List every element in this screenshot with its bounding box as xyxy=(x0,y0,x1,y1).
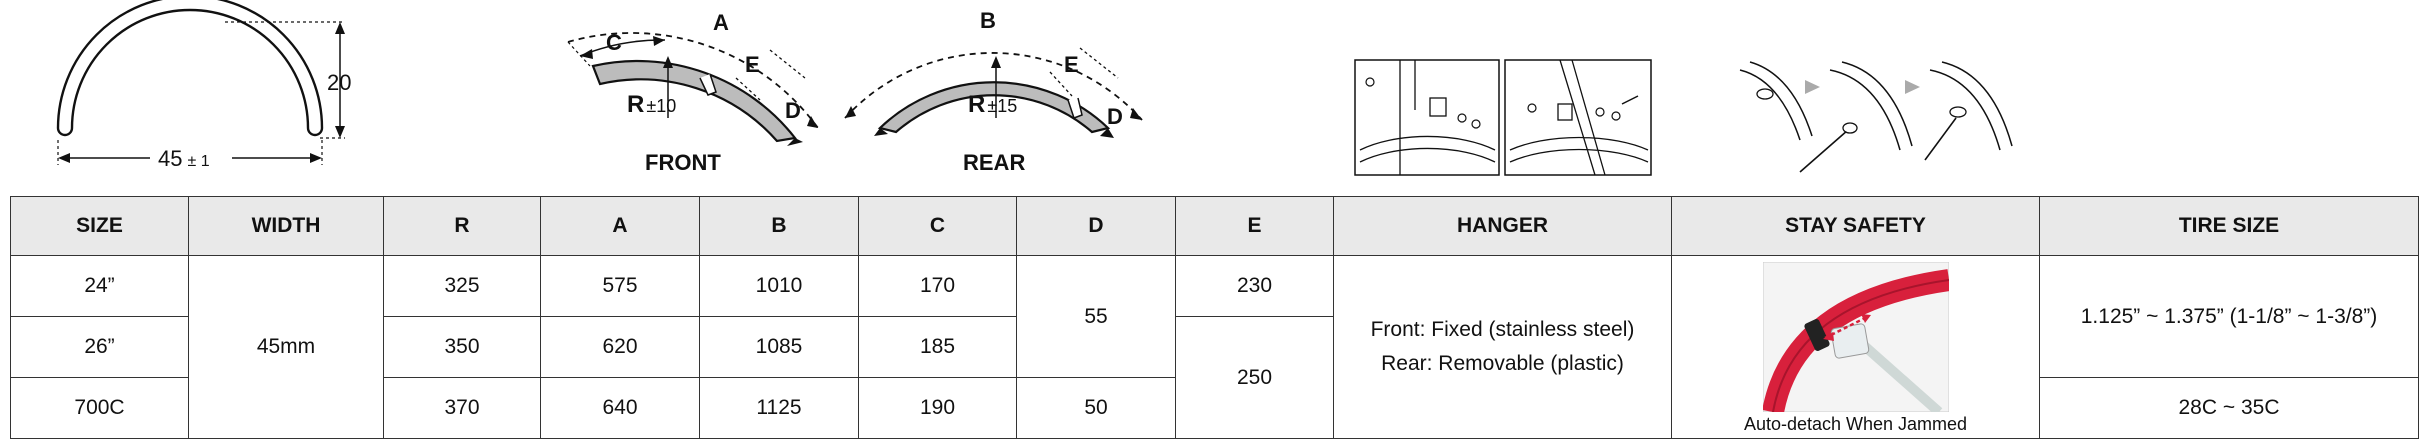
header-hanger: HANGER xyxy=(1333,196,1672,256)
profile-height-label: 20 xyxy=(327,70,351,95)
front-label-c: C xyxy=(606,30,622,55)
profile-width-label: 45± 1 xyxy=(158,146,210,171)
cell-stay-safety: Auto-detach When Jammed xyxy=(1671,255,2040,439)
header-width: WIDTH xyxy=(188,196,384,256)
cell-b: 1010 xyxy=(699,255,859,317)
cell-b: 1085 xyxy=(699,316,859,378)
front-fender-diagram: A C E D R±10 FRONT xyxy=(567,10,819,175)
table-header-row: SIZE WIDTH R A B C D E HANGER STAY SAFET… xyxy=(10,196,2419,256)
front-label-a: A xyxy=(713,10,729,35)
rear-label-r: R±15 xyxy=(968,91,1017,118)
cell-tire-size: 1.125” ~ 1.375” (1-1/8” ~ 1-3/8”) xyxy=(2039,255,2419,378)
spec-table: SIZE WIDTH R A B C D E HANGER STAY SAFET… xyxy=(10,196,2419,439)
hanger-illustration-2 xyxy=(1504,59,1652,176)
header-r: R xyxy=(383,196,541,256)
header-tire-size: TIRE SIZE xyxy=(2039,196,2419,256)
header-c: C xyxy=(858,196,1017,256)
cell-a: 640 xyxy=(540,377,700,439)
front-label-d: D xyxy=(785,98,801,123)
cell-hanger: Front: Fixed (stainless steel) Rear: Rem… xyxy=(1333,255,1672,439)
front-label-e: E xyxy=(745,52,760,77)
cell-size: 24” xyxy=(10,255,189,317)
table-row: 26” 350 620 1085 185 250 xyxy=(10,316,2419,439)
hanger-illustration-1 xyxy=(1354,59,1500,176)
cell-tire-size: 28C ~ 35C xyxy=(2039,377,2419,439)
hanger-rear: Rear: Removable (plastic) xyxy=(1381,352,1624,375)
diagram-strip: 20 45± 1 A C E D R±10 FRONT xyxy=(56,0,2013,176)
header-e: E xyxy=(1175,196,1334,256)
step-arrow-icon xyxy=(1905,80,1920,94)
header-size: SIZE xyxy=(10,196,189,256)
cell-e: 230 xyxy=(1175,255,1334,317)
rear-caption: REAR xyxy=(963,150,1025,175)
cell-b: 1125 xyxy=(699,377,859,439)
header-d: D xyxy=(1016,196,1176,256)
cell-a: 620 xyxy=(540,316,700,378)
cell-r: 350 xyxy=(383,316,541,378)
cell-size: 26” xyxy=(10,316,189,378)
cell-c: 170 xyxy=(858,255,1017,317)
header-b: B xyxy=(699,196,859,256)
fender-profile-diagram: 20 45± 1 xyxy=(56,0,351,171)
cell-c: 185 xyxy=(858,316,1017,378)
front-label-r: R±10 xyxy=(627,91,676,118)
step-arrow-icon xyxy=(1805,80,1820,94)
header-a: A xyxy=(540,196,700,256)
cell-a: 575 xyxy=(540,255,700,317)
cell-d: 55 xyxy=(1016,255,1176,378)
cell-e: 250 xyxy=(1175,316,1334,439)
header-stay-safety: STAY SAFETY xyxy=(1671,196,2040,256)
rear-label-b: B xyxy=(980,8,996,33)
table-row: 700C 370 640 1125 190 50 28C ~ 35C xyxy=(10,377,2419,439)
rear-label-d: D xyxy=(1107,104,1123,129)
cell-d: 50 xyxy=(1016,377,1176,439)
stay-safety-photo xyxy=(1762,261,1949,412)
rear-fender-diagram: B E D R±15 REAR xyxy=(844,8,1143,175)
table-row: 24” 45mm 325 575 1010 170 55 230 Front: … xyxy=(10,255,2419,439)
rear-label-e: E xyxy=(1064,52,1079,77)
cell-c: 190 xyxy=(858,377,1017,439)
hanger-front: Front: Fixed (stainless steel) xyxy=(1370,318,1635,341)
stay-safety-caption: Auto-detach When Jammed xyxy=(1743,413,1968,434)
cell-r: 370 xyxy=(383,377,541,439)
stay-safety-steps xyxy=(1739,61,2013,173)
cell-width: 45mm xyxy=(188,255,384,439)
cell-r: 325 xyxy=(383,255,541,317)
cell-size: 700C xyxy=(10,377,189,439)
front-caption: FRONT xyxy=(645,150,721,175)
